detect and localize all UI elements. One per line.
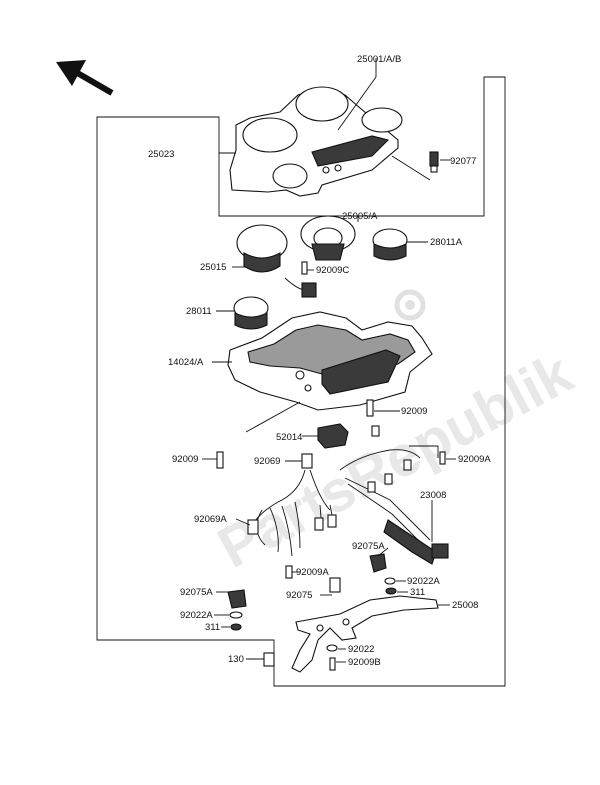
screw-92009C bbox=[301, 261, 308, 275]
label-92009A-right: 92009A bbox=[458, 454, 491, 465]
switch-52014 bbox=[317, 423, 349, 449]
assembly-outline bbox=[96, 76, 506, 687]
label-92069A: 92069A bbox=[194, 514, 227, 525]
label-14024A: 14024/A bbox=[168, 357, 204, 368]
label-92075A-left: 92075A bbox=[180, 587, 213, 598]
label-92009-right: 92009 bbox=[401, 406, 427, 417]
wiring-harness bbox=[247, 425, 449, 579]
washer-92022 bbox=[326, 644, 338, 652]
label-130: 130 bbox=[228, 654, 244, 665]
meter-housing bbox=[227, 311, 433, 411]
label-92069: 92069 bbox=[254, 456, 280, 467]
label-28011: 28011 bbox=[186, 306, 212, 317]
label-92009A-mid: 92009A bbox=[296, 567, 329, 578]
indicator-28011 bbox=[233, 296, 269, 330]
label-92022A-left: 92022A bbox=[180, 610, 213, 621]
screw-92009A-right bbox=[439, 451, 446, 465]
label-92075A-right: 92075A bbox=[352, 541, 385, 552]
washer-92022A-right bbox=[384, 577, 396, 585]
label-92009B: 92009B bbox=[348, 657, 381, 668]
bulb-92077 bbox=[429, 151, 439, 173]
label-92009-left: 92009 bbox=[172, 454, 198, 465]
bracket-92075A-left bbox=[227, 589, 247, 609]
label-28011A: 28011A bbox=[430, 237, 463, 248]
bracket-25008 bbox=[291, 577, 439, 673]
nut-311-right bbox=[385, 587, 397, 595]
bracket-92075A-right bbox=[369, 553, 387, 573]
connector-small bbox=[301, 282, 317, 298]
label-311-left: 311 bbox=[205, 622, 220, 633]
label-23008: 23008 bbox=[420, 490, 446, 501]
label-25015: 25015 bbox=[200, 262, 226, 273]
grommet-130 bbox=[263, 652, 275, 667]
label-25001AB: 25001/A/B bbox=[357, 54, 401, 65]
front-direction-arrow-icon bbox=[56, 60, 114, 96]
label-92022: 92022 bbox=[348, 644, 374, 655]
label-92075: 92075 bbox=[286, 590, 312, 601]
label-92022A-right: 92022A bbox=[407, 576, 440, 587]
label-25008: 25008 bbox=[452, 600, 478, 611]
label-92077: 92077 bbox=[450, 156, 476, 167]
label-311-right: 311 bbox=[410, 587, 425, 598]
indicator-28011A bbox=[372, 228, 408, 261]
watermark-gear-icon bbox=[394, 289, 426, 321]
meter-cover bbox=[229, 86, 403, 197]
nut-311-left bbox=[230, 623, 242, 631]
screw-92009-right bbox=[366, 399, 374, 417]
screw-92009B bbox=[329, 657, 336, 671]
meter-25005A bbox=[300, 215, 356, 261]
label-52014: 52014 bbox=[276, 432, 302, 443]
label-25005A: 25005/A bbox=[342, 211, 378, 222]
meter-25015 bbox=[236, 224, 307, 291]
screw-92009-left bbox=[216, 451, 224, 469]
label-92009C: 92009C bbox=[316, 265, 349, 276]
label-25023: 25023 bbox=[148, 149, 174, 160]
washer-92022A-left bbox=[229, 611, 243, 619]
